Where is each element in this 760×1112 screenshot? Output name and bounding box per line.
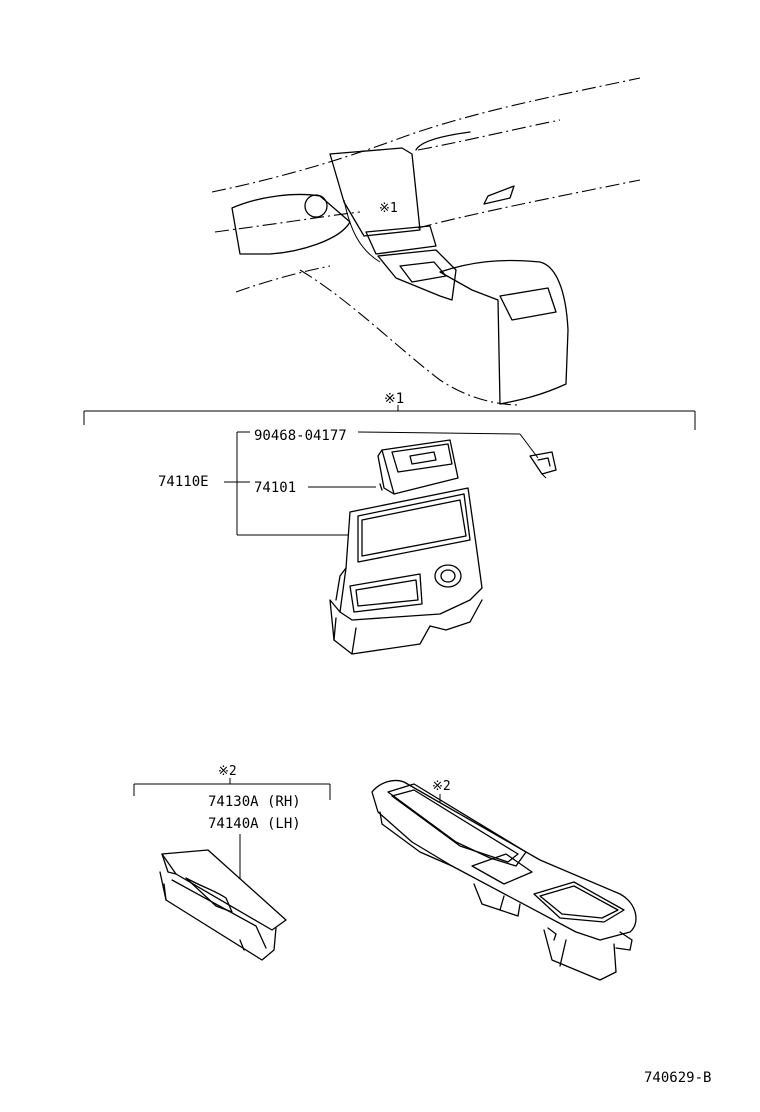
note-2-right-label: ※2 bbox=[432, 779, 451, 794]
armrest-pocket-icon bbox=[159, 849, 287, 961]
note-1-bracket-label: ※1 bbox=[384, 391, 404, 407]
part-number-74140A: 74140A (LH) bbox=[208, 816, 301, 832]
inner-tray-icon bbox=[377, 439, 459, 495]
clip-fastener-icon bbox=[529, 451, 557, 479]
part-number-74101: 74101 bbox=[254, 480, 296, 496]
bracket-1 bbox=[83, 405, 696, 430]
part-number-74130A: 74130A (RH) bbox=[208, 794, 301, 810]
dashboard-overview-illustration bbox=[211, 77, 641, 406]
leader-lines-1 bbox=[224, 431, 539, 536]
bracket-2 bbox=[133, 778, 331, 800]
part-number-90468-04177: 90468-04177 bbox=[254, 428, 347, 444]
center-console-box-icon bbox=[329, 487, 483, 655]
note-1-top-label: ※1 bbox=[379, 201, 398, 216]
part-number-74110E: 74110E bbox=[158, 474, 209, 490]
door-armrest-trim-icon bbox=[371, 779, 637, 981]
note-2-left-label: ※2 bbox=[218, 764, 237, 779]
drawing-number: 740629-B bbox=[644, 1070, 711, 1086]
